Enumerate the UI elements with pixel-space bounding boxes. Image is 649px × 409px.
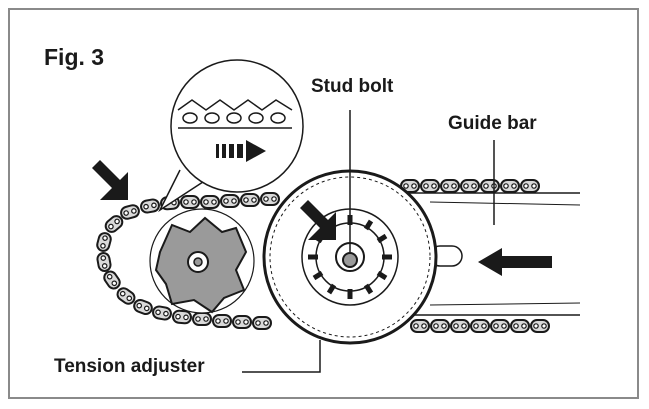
guide-bar-label: Guide bar xyxy=(448,113,537,134)
direction-arrow-icon xyxy=(92,160,128,200)
chain-detail-callout xyxy=(158,59,304,213)
figure-title: Fig. 3 xyxy=(44,44,105,70)
tension-adjuster-leader xyxy=(242,340,321,373)
drive-sprocket xyxy=(149,208,255,314)
tension-adjuster-label: Tension adjuster xyxy=(54,356,205,377)
direction-arrow-icon xyxy=(300,200,336,240)
stud-bolt-label: Stud bolt xyxy=(311,76,394,97)
striped-arrow-icon xyxy=(216,140,266,162)
guide-bar xyxy=(400,192,581,316)
direction-arrow-icon xyxy=(478,248,552,276)
